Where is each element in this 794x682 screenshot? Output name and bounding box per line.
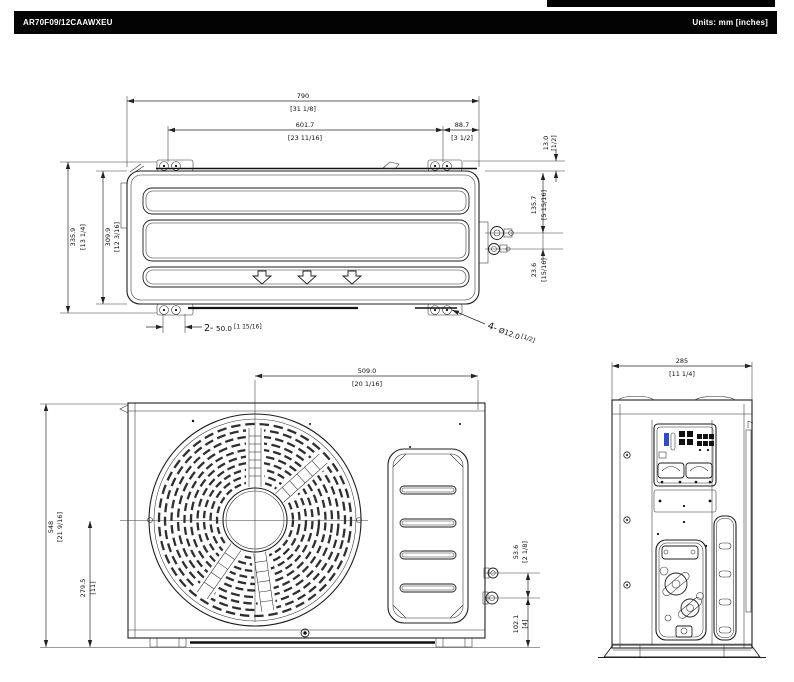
louver-slot (399, 485, 457, 593)
dim-top-overall-depth: 335.9 [13 1/4] (60, 161, 157, 314)
dim-in: [12 3/16] (113, 222, 121, 252)
side-view: 285 [11 1/4] (598, 357, 766, 659)
model-number: AR70F09/12CAAWXEU (23, 18, 113, 27)
front-base (40, 628, 540, 648)
dim-top-pipe-spacing: 23.6 [15/16] (530, 233, 548, 282)
dim-front-pipe-height: 102.1 [4] (512, 598, 531, 647)
dim-mm: 790 (297, 92, 309, 100)
dim-in: [31 1/8] (290, 105, 316, 113)
dim-in: [1/2] (520, 333, 536, 344)
dim-in: [20 1/16] (352, 380, 382, 388)
grille-spoke (274, 450, 331, 504)
dim-mm: 548 (47, 521, 55, 533)
mounting-feet-top-view (156, 159, 463, 316)
dim-in: [11] (89, 581, 97, 594)
dim-mm: 279.5 (79, 579, 87, 598)
terminal-block (653, 423, 717, 487)
mid-bracket (653, 489, 717, 548)
dim-in: [15/16] (540, 258, 548, 282)
dim-in: [23 11/16] (288, 134, 322, 142)
dim-in: [3 1/2] (451, 134, 473, 142)
dim-mm: 309.9 (104, 228, 112, 247)
dim-foot-hole: 4- Ø12.0 [1/2] (451, 309, 536, 344)
dim-in: [1 15/16] (234, 324, 262, 331)
service-valve-panel (655, 539, 707, 641)
dim-mm: 23.6 (530, 263, 538, 277)
dim-prefix: 2- (204, 323, 213, 334)
dim-mm: 53.6 (512, 545, 520, 559)
airflow-arrows (251, 270, 363, 285)
dim-front-fan-to-valve: 509.0 [20 1/16] (255, 367, 479, 410)
dim-top-foot-protrusion: 13.0 [1/2] (463, 135, 565, 182)
dim-in: [1/2] (550, 135, 558, 151)
dim-foot-slot: 2- 50.0 [1 15/16] (146, 314, 262, 334)
dim-top-overall-width: 790 [31 1/8] (126, 92, 480, 167)
dim-top-foot-pitch: 601.7 [23 11/16] (167, 121, 444, 162)
dim-in: [13 1/4] (79, 224, 87, 250)
top-view: 790 [31 1/8] 601.7 [23 11/16] 88.7 [3 1/… (60, 92, 565, 344)
dim-mm: 102.1 (512, 615, 520, 634)
dim-in: [2 1/8] (521, 541, 529, 563)
fan-grille (120, 380, 368, 627)
dim-top-foot-right-offset: 88.7 [3 1/2] (443, 121, 479, 142)
blue-wire-marker (664, 433, 669, 446)
dim-mm: 285 (676, 357, 688, 365)
dim-in: [5 15/16] (540, 190, 548, 220)
dim-mm: 13.0 (542, 136, 550, 150)
front-view: 509.0 [20 1/16] 548 [21 9/16] 279.5 [11]… (40, 367, 540, 648)
dim-mm: 135.7 (530, 196, 538, 215)
dim-front-overall-height: 548 [21 9/16] (40, 403, 128, 647)
dim-mm: 335.9 (69, 228, 77, 247)
dim-top-valve-offset: 135.7 [5 15/16] (530, 173, 548, 233)
dim-mm: 601.7 (296, 121, 315, 129)
dim-mm: 50.0 (216, 324, 232, 333)
dim-front-pipe-spacing: 53.6 [2 1/8] (512, 541, 531, 598)
units-label: Units: mm [inches] (692, 18, 768, 27)
valve-assembly-top-view (478, 221, 563, 264)
dim-in: [21 9/16] (56, 512, 64, 542)
dim-in: [11 1/4] (669, 370, 695, 378)
side-view-body (611, 395, 754, 649)
title-bar: AR70F09/12CAAWXEU Units: mm [inches] (14, 11, 777, 34)
dim-side-overall-depth: 285 [11 1/4] (611, 357, 753, 404)
page-top-border (547, 0, 775, 7)
side-slot-panel (713, 515, 737, 641)
dim-in: [4] (521, 619, 529, 628)
pipe-fittings-front (482, 567, 540, 605)
dim-mm: Ø12.0 (498, 326, 522, 342)
dim-mm: 509.0 (358, 367, 377, 375)
grille-spoke (193, 542, 243, 603)
dim-prefix: 4- (486, 320, 499, 334)
louver-slats (142, 187, 470, 288)
side-louver-panel (387, 448, 469, 624)
side-base-plate (598, 643, 766, 659)
dim-top-body-depth: 309.9 [12 3/16] (96, 170, 127, 305)
dim-front-fan-center-height: 279.5 [11] (79, 521, 97, 647)
dim-mm: 88.7 (455, 121, 469, 129)
